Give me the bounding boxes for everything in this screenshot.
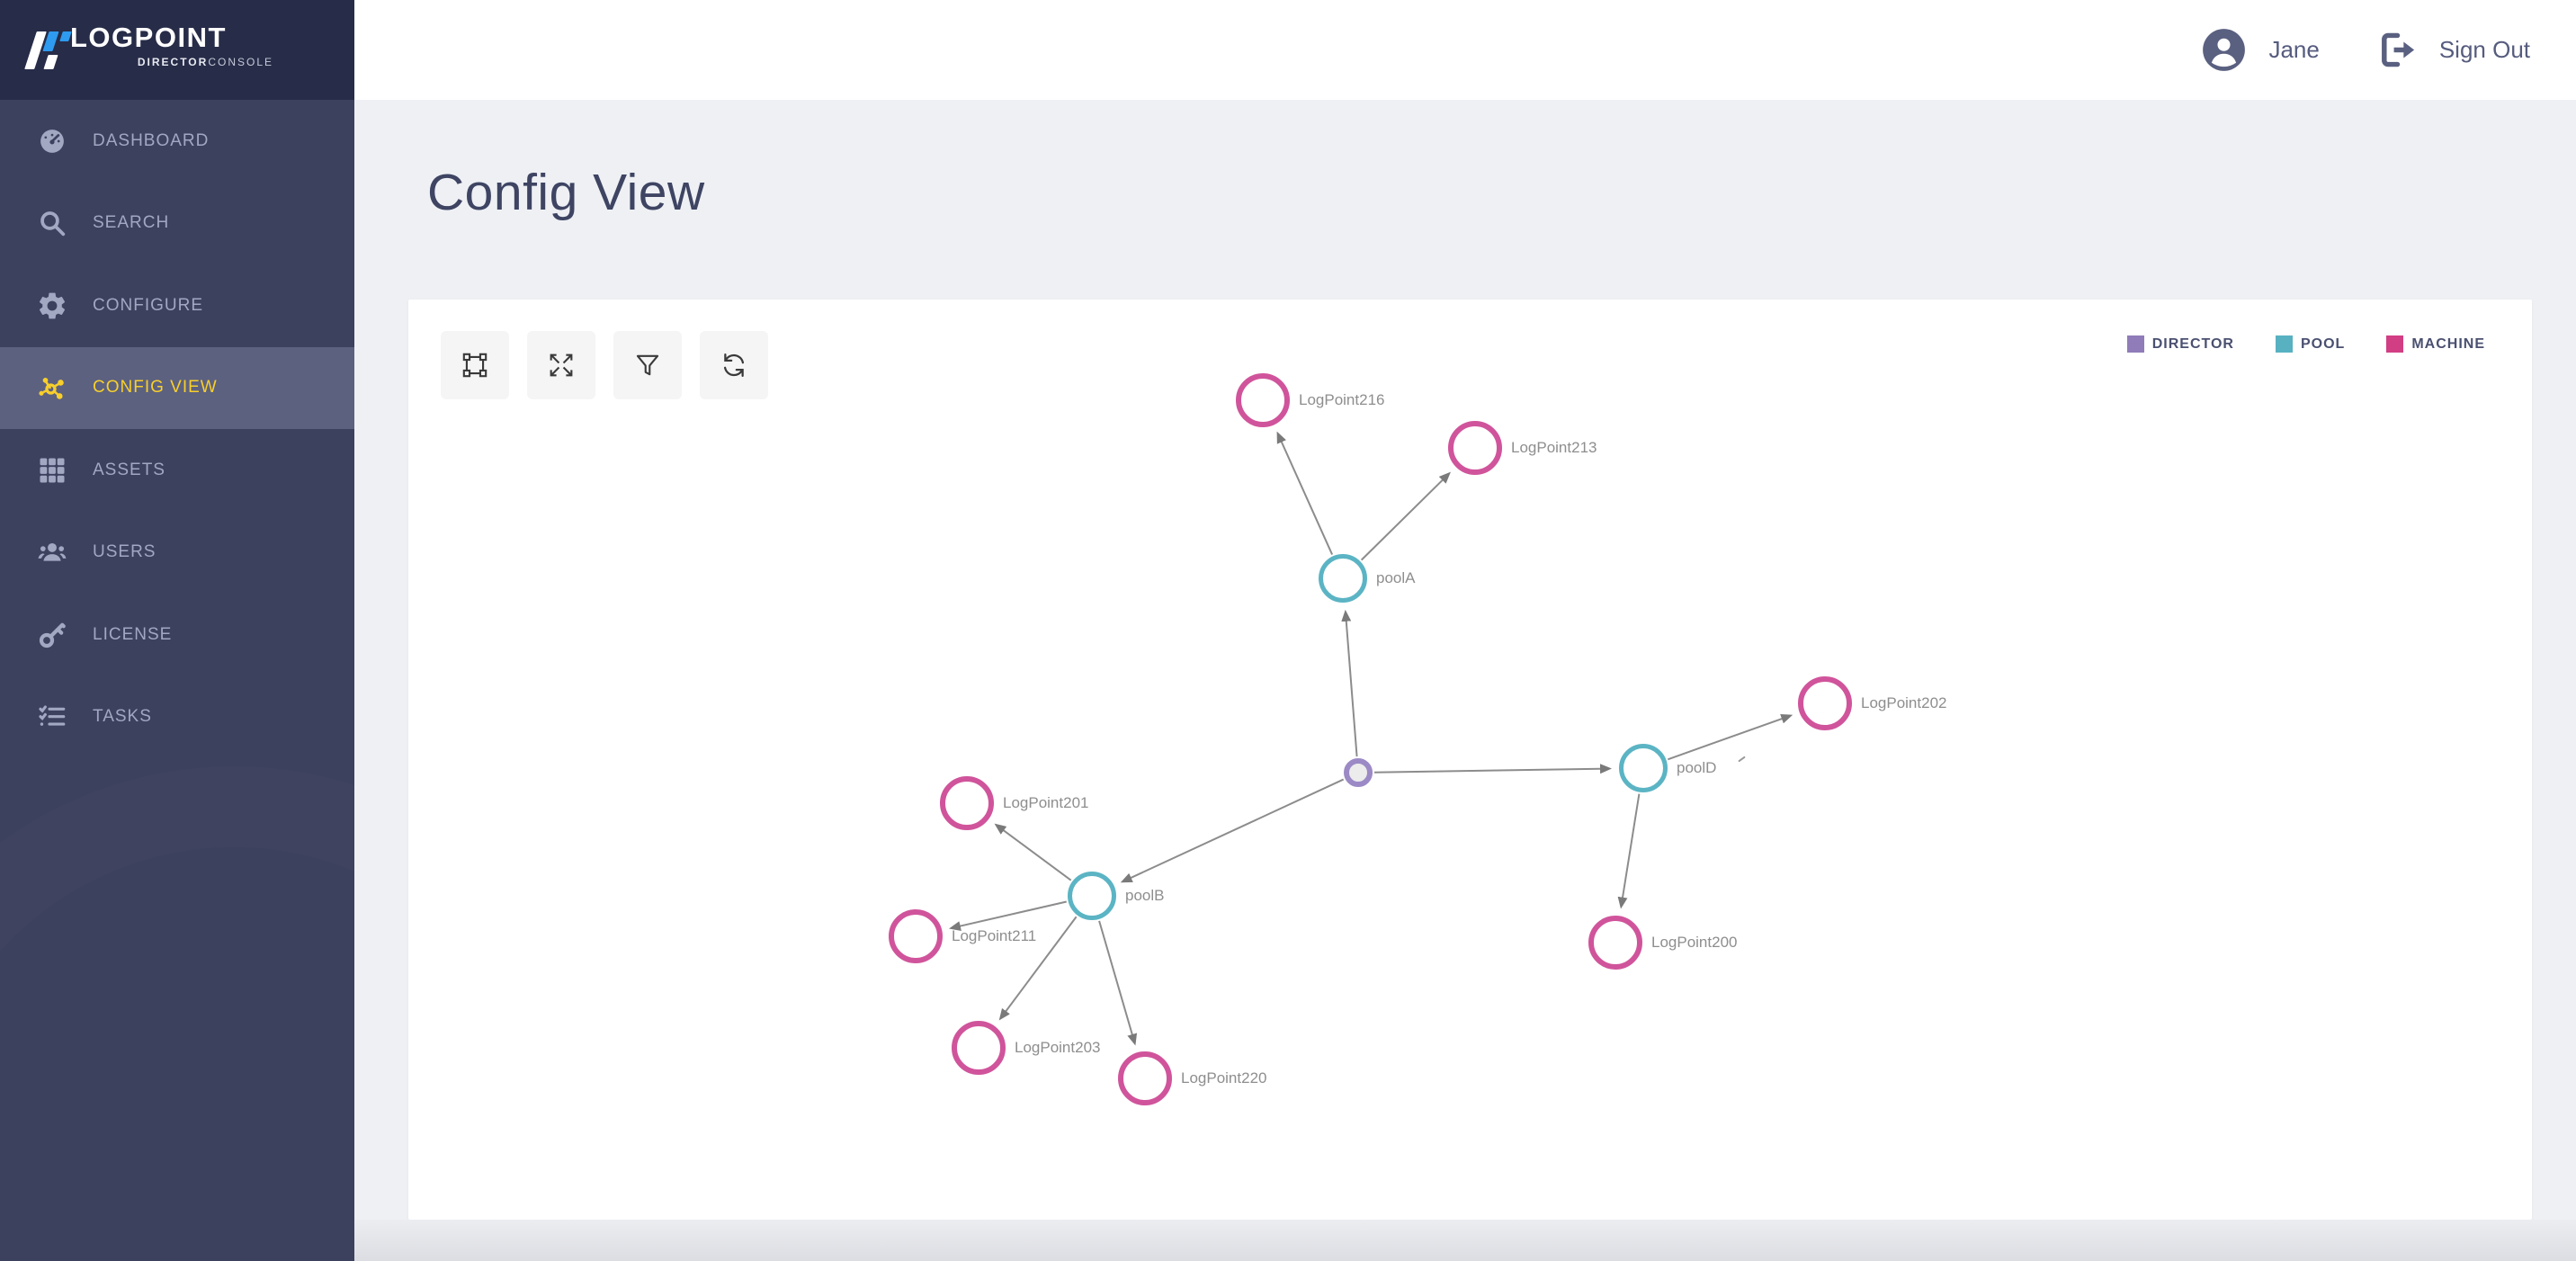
logo-text: LOGPOINT DIRECTORCONSOLE: [70, 22, 273, 68]
legend-item-director: DIRECTOR: [2126, 335, 2234, 353]
graph-edge-poolA-LogPoint213: [1360, 471, 1451, 561]
graph-node-LogPoint216[interactable]: [1236, 373, 1290, 427]
search-icon: [36, 207, 68, 239]
graph-node-label: poolA: [1376, 569, 1416, 586]
graph-legend: DIRECTOR POOL MACHINE: [2126, 335, 2485, 353]
graph-node-label: LogPoint220: [1181, 1069, 1267, 1087]
graph-node-label: poolD: [1677, 759, 1717, 776]
logpoint-logo-icon: [24, 30, 74, 71]
top-header: Jane Sign Out: [354, 0, 2576, 100]
graph-edge-poolB-LogPoint211: [949, 900, 1067, 931]
graph-edges: [949, 431, 1793, 1046]
graph-node-LogPoint220[interactable]: [1118, 1051, 1172, 1105]
logo-console: CONSOLE: [208, 56, 273, 68]
sidebar-item-label: ASSETS: [93, 460, 165, 479]
config-view-panel: DIRECTOR POOL MACHINE poolA poolB poolD LogPo…: [408, 300, 2532, 1220]
sidebar-item-dashboard[interactable]: DASHBOARD: [0, 100, 354, 183]
graph-node-director[interactable]: [1344, 758, 1373, 787]
user-avatar-icon: [2201, 27, 2247, 73]
graph-edge-poolA-LogPoint216: [1276, 431, 1334, 555]
grid-icon: [36, 454, 68, 487]
sidebar-item-configure[interactable]: CONFIGURE: [0, 264, 354, 347]
sidebar-item-assets[interactable]: ASSETS: [0, 429, 354, 512]
graph-node-LogPoint200[interactable]: [1588, 916, 1642, 970]
graph-edge-director-poolD: [1373, 764, 1613, 774]
sidebar-item-users[interactable]: USERS: [0, 512, 354, 595]
refresh-icon: [719, 350, 749, 380]
graph-edge-director-poolA: [1341, 609, 1358, 757]
legend-item-machine: MACHINE: [2386, 335, 2485, 353]
graph-node-LogPoint211[interactable]: [889, 909, 943, 963]
legend-label: DIRECTOR: [2151, 335, 2234, 352]
header-right: Jane Sign Out: [2201, 0, 2530, 100]
refresh-button[interactable]: [700, 331, 768, 399]
graph-edge-poolB-LogPoint201: [994, 823, 1072, 881]
graph-node-LogPoint213[interactable]: [1448, 421, 1502, 475]
network-icon: [36, 371, 68, 404]
logo-secondary: DIRECTORCONSOLE: [70, 56, 273, 68]
bottom-fade: [354, 1220, 2576, 1261]
sidebar-item-search[interactable]: SEARCH: [0, 183, 354, 265]
sidebar-item-label: TASKS: [93, 707, 152, 727]
sidebar-nav: DASHBOARD SEARCH CONFIGURE CONFIG VIEW ASSET…: [0, 100, 354, 758]
graph-node-LogPoint202[interactable]: [1798, 676, 1852, 730]
sidebar-item-config-view[interactable]: CONFIG VIEW: [0, 346, 354, 429]
graph-node-LogPoint201[interactable]: [940, 776, 994, 830]
graph-node-label: poolB: [1125, 887, 1165, 904]
legend-label: MACHINE: [2411, 335, 2485, 352]
graph-node-label: LogPoint200: [1651, 934, 1738, 951]
checklist-icon: [36, 701, 68, 733]
graph-edge-poolB-LogPoint220: [1098, 920, 1138, 1046]
sign-out-button[interactable]: Sign Out: [2343, 29, 2530, 71]
sign-out-label: Sign Out: [2438, 36, 2530, 63]
filter-button[interactable]: [613, 331, 682, 399]
graph-node-poolB[interactable]: [1068, 872, 1116, 920]
graph-edge-poolD-LogPoint200: [1617, 793, 1641, 909]
graph-node-label: LogPoint216: [1299, 391, 1385, 408]
graph-edge-poolD-LogPoint202: [1667, 713, 1793, 761]
graph-node-LogPoint203[interactable]: [952, 1021, 1006, 1075]
graph-toolbar: [441, 331, 768, 399]
sidebar-item-label: SEARCH: [93, 213, 170, 233]
users-icon: [36, 536, 68, 568]
expand-arrows-icon: [546, 350, 577, 380]
dashboard-icon: [36, 125, 68, 157]
sidebar-item-label: DASHBOARD: [93, 130, 210, 150]
legend-item-pool: POOL: [2275, 335, 2346, 353]
graph-node-label: LogPoint202: [1861, 694, 1947, 711]
sidebar-item-label: LICENSE: [93, 624, 173, 644]
graph-node-label: LogPoint213: [1511, 439, 1597, 456]
page-title: Config View: [427, 164, 705, 221]
graph-node-label: LogPoint211: [952, 927, 1037, 944]
legend-swatch: [2386, 335, 2404, 353]
sidebar-item-label: CONFIGURE: [93, 295, 203, 315]
fit-expand-button[interactable]: [527, 331, 595, 399]
graph-edge-director-poolB: [1120, 778, 1345, 883]
sign-out-icon: [2375, 29, 2418, 71]
sidebar-item-label: CONFIG VIEW: [93, 378, 218, 398]
legend-swatch: [2275, 335, 2293, 353]
legend-label: POOL: [2300, 335, 2346, 352]
sidebar-item-license[interactable]: LICENSE: [0, 594, 354, 676]
sidebar-item-label: USERS: [93, 542, 157, 562]
graph-node-poolA[interactable]: [1319, 554, 1367, 603]
graph-node-poolD[interactable]: [1619, 744, 1668, 792]
select-region-button[interactable]: [441, 331, 509, 399]
funnel-icon: [632, 350, 663, 380]
legend-swatch: [2126, 335, 2144, 353]
logo: LOGPOINT DIRECTORCONSOLE: [0, 0, 354, 100]
key-icon: [36, 619, 68, 651]
graph-node-label: LogPoint203: [1015, 1039, 1101, 1056]
gear-icon: [36, 290, 68, 322]
sidebar-item-tasks[interactable]: TASKS: [0, 676, 354, 759]
logo-primary: LOGPOINT: [70, 22, 227, 53]
user-menu[interactable]: Jane: [2201, 27, 2320, 73]
sidebar: LOGPOINT DIRECTORCONSOLE DASHBOARD SEARCH…: [0, 0, 354, 1261]
selection-frame-icon: [460, 350, 490, 380]
graph-edge-poolB-LogPoint203: [998, 916, 1078, 1021]
logo-director: DIRECTOR: [137, 56, 209, 68]
graph-node-label: LogPoint201: [1003, 794, 1089, 811]
user-name: Jane: [2268, 36, 2320, 63]
